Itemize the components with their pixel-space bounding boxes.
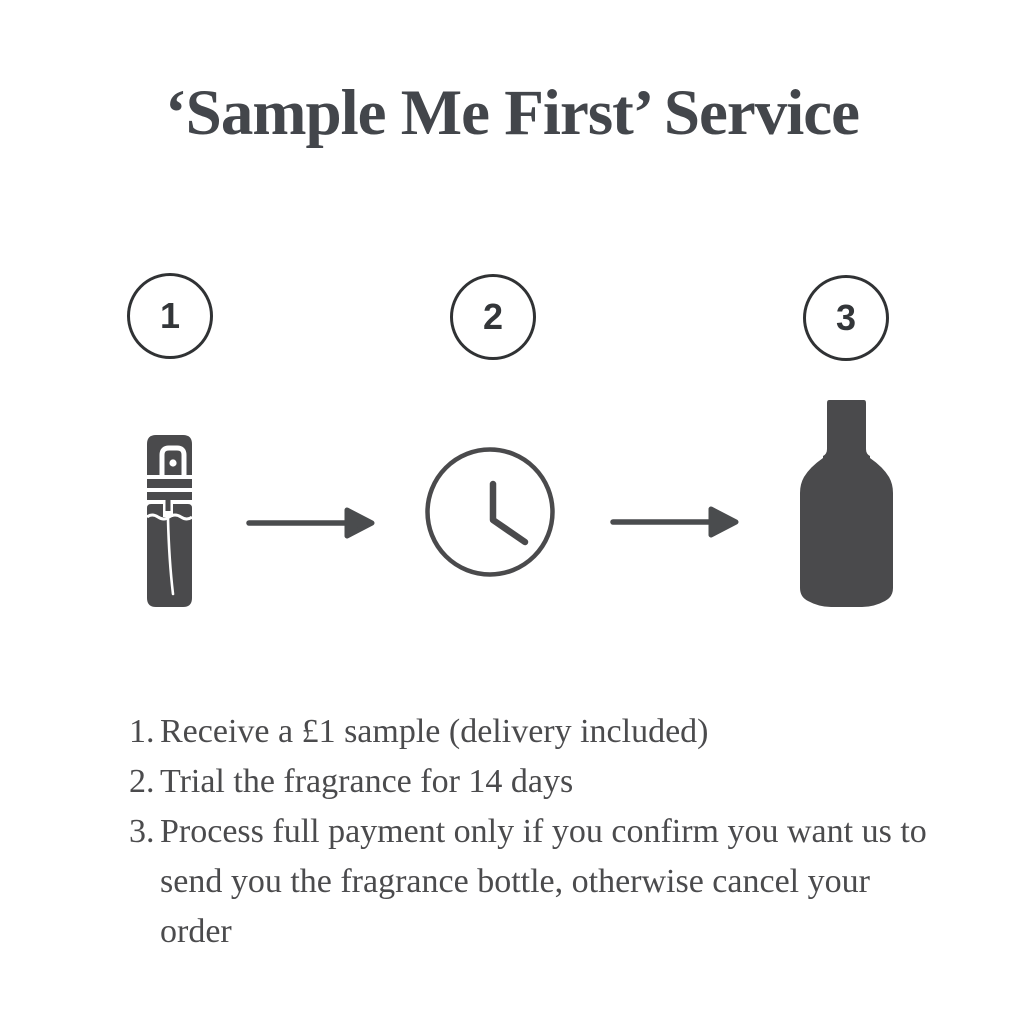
step-number-3: 3 [835, 297, 857, 338]
instruction-list: 1. Receive a £1 sample (delivery include… [129, 707, 929, 957]
item-text: Trial the fragrance for 14 days [160, 763, 574, 800]
arrow-right-icon [246, 507, 375, 539]
step-number-1: 1 [159, 295, 181, 336]
step-circle-3: 3 [803, 275, 889, 361]
item-number: 2. [129, 763, 155, 800]
list-item: 2. Trial the fragrance for 14 days [129, 757, 929, 807]
clock-icon [425, 447, 555, 577]
step-circle-2: 2 [450, 274, 536, 360]
list-item: 1. Receive a £1 sample (delivery include… [129, 707, 929, 757]
page-title: ‘Sample Me First’ Service [165, 77, 860, 149]
item-number: 3. [129, 813, 155, 850]
fragrance-bottle-icon [800, 400, 893, 607]
arrow-right-icon [610, 506, 739, 538]
step-circle-1: 1 [127, 273, 213, 359]
list-item: 3. Process full payment only if you conf… [129, 807, 929, 957]
step-number-2: 2 [482, 296, 504, 337]
item-number: 1. [129, 713, 155, 750]
item-text: Receive a £1 sample (delivery included) [160, 713, 709, 750]
sample-vial-icon [147, 435, 192, 607]
item-text: Process full payment only if you confirm… [160, 813, 927, 950]
